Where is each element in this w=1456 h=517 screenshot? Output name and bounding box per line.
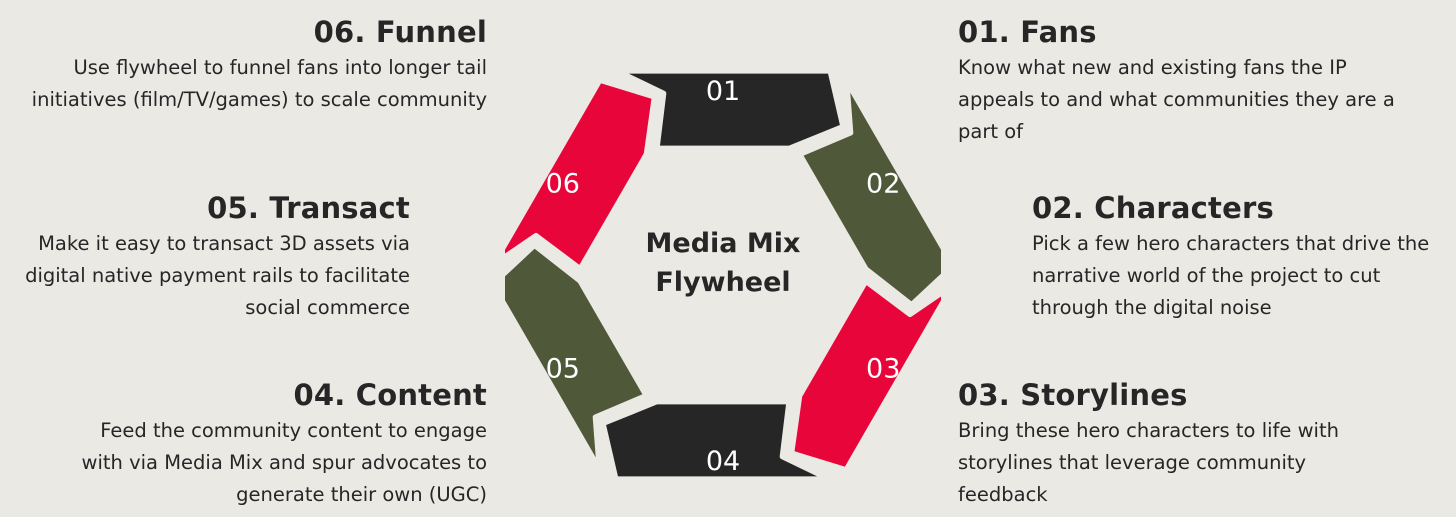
step-05-line-3: social commerce: [245, 296, 410, 319]
flywheel-segment-01: [612, 67, 847, 152]
step-05-line-2: digital native payment rails to facilita…: [25, 264, 410, 287]
flywheel-segment-label-01: 01: [706, 76, 740, 107]
step-03-title: 03. Storylines: [958, 378, 1188, 412]
step-06-line-1: Use flywheel to funnel fans into longer …: [73, 56, 487, 79]
flywheel-segment-05: [505, 241, 650, 474]
step-01-line-2: appeals to and what communities they are…: [958, 88, 1395, 111]
flywheel-segment-02: [796, 76, 941, 309]
step-01-line-1: Know what new and existing fans the IP: [958, 56, 1347, 79]
step-02-line-2: narrative world of the project to cut: [1032, 264, 1381, 287]
step-04-line-1: Feed the community content to engage: [100, 419, 487, 442]
step-05-transact: 05. Transact Make it easy to transact 3D…: [25, 188, 410, 324]
step-01-fans: 01. Fans Know what new and existing fans…: [958, 12, 1395, 148]
center-title-line-2: Flywheel: [655, 267, 790, 298]
step-03-line-3: feedback: [958, 483, 1048, 506]
step-01-title: 01. Fans: [958, 15, 1097, 49]
step-04-line-2: with via Media Mix and spur advocates to: [81, 451, 487, 474]
flywheel-segment-label-04: 04: [706, 446, 740, 477]
flywheel-segment-06: [505, 76, 658, 273]
step-04-title: 04. Content: [293, 378, 487, 412]
step-06-line-2: initiatives (film/TV/games) to scale com…: [31, 88, 487, 111]
step-02-characters: 02. Characters Pick a few hero character…: [1032, 188, 1429, 324]
step-02-title: 02. Characters: [1032, 191, 1274, 225]
step-03-line-2: storylines that leverage community: [958, 451, 1307, 474]
flywheel-segment-04: [599, 398, 834, 483]
step-05-title: 05. Transact: [207, 191, 410, 225]
step-05-line-1: Make it easy to transact 3D assets via: [38, 232, 410, 255]
flywheel-segment-label-06: 06: [546, 169, 580, 200]
step-02-line-3: through the digital noise: [1032, 296, 1272, 319]
step-04-line-3: generate their own (UGC): [236, 483, 487, 506]
step-06-title: 06. Funnel: [313, 15, 487, 49]
step-01-line-3: part of: [958, 120, 1023, 143]
center-title-line-1: Media Mix: [646, 228, 801, 259]
flywheel-segment-label-03: 03: [866, 354, 900, 385]
step-02-line-1: Pick a few hero characters that drive th…: [1032, 232, 1430, 255]
step-04-content: 04. Content Feed the community content t…: [82, 375, 487, 511]
flywheel-segment-label-02: 02: [866, 169, 900, 200]
step-03-storylines: 03. Storylines Bring these hero characte…: [958, 375, 1339, 511]
flywheel-diagram: 01 02 03 04 05 06 Media Mix Flywheel: [505, 67, 941, 483]
flywheel-segment-label-05: 05: [546, 354, 580, 385]
step-06-funnel: 06. Funnel Use flywheel to funnel fans i…: [32, 12, 487, 116]
step-03-line-1: Bring these hero characters to life with: [958, 419, 1339, 442]
flywheel-segment-03: [788, 277, 941, 474]
